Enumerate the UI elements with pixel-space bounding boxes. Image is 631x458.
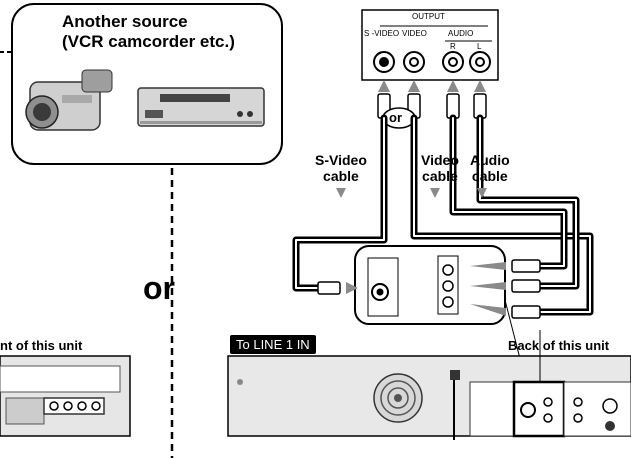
svideo-cable-line1: S-Video — [315, 152, 367, 168]
or-small-label: or — [389, 110, 402, 125]
video-cable-label: Video cable — [421, 152, 459, 184]
audio-l-in-jack — [442, 264, 454, 276]
output-l-label: L — [477, 42, 482, 51]
source-title-line2: (VCR camcorder etc.) — [62, 32, 235, 51]
audio-r-in-jack — [442, 280, 454, 292]
front-unit-label: nt of this unit — [0, 338, 83, 353]
cables — [292, 114, 594, 316]
or-big-label: or — [143, 270, 175, 306]
video-in-jack — [442, 296, 454, 308]
vcr-icon — [137, 87, 265, 127]
output-r-label: R — [450, 42, 456, 51]
source-title-line1: Another source — [62, 12, 188, 31]
audio-l-out-jack — [469, 51, 491, 73]
audio-cable-label: Audio cable — [470, 152, 510, 184]
fan-grill-icon — [373, 373, 423, 423]
plug-arrows — [378, 80, 486, 92]
output-title: OUTPUT — [412, 12, 445, 21]
svideo-cable-label: S-Video cable — [315, 152, 367, 184]
source-title: Another source (VCR camcorder etc.) — [62, 12, 235, 52]
cable-label-arrows — [336, 188, 487, 198]
audio-cable-line1: Audio — [470, 152, 510, 168]
audio-r-out-jack — [442, 51, 464, 73]
camcorder-icon — [25, 69, 113, 131]
video-out-jack — [403, 51, 425, 73]
output-svideo-label: S -VIDEO — [364, 29, 400, 38]
back-unit-label: Back of this unit — [508, 338, 610, 353]
output-video-label: VIDEO — [402, 29, 427, 38]
line1-badge: To LINE 1 IN — [230, 335, 316, 354]
audio-cable-line2: cable — [471, 168, 508, 184]
svideo-cable-line2: cable — [323, 168, 359, 184]
video-cable-line2: cable — [422, 168, 458, 184]
video-cable-line1: Video — [421, 152, 459, 168]
svideo-out-jack — [373, 51, 395, 73]
output-audio-label: AUDIO — [448, 29, 474, 38]
